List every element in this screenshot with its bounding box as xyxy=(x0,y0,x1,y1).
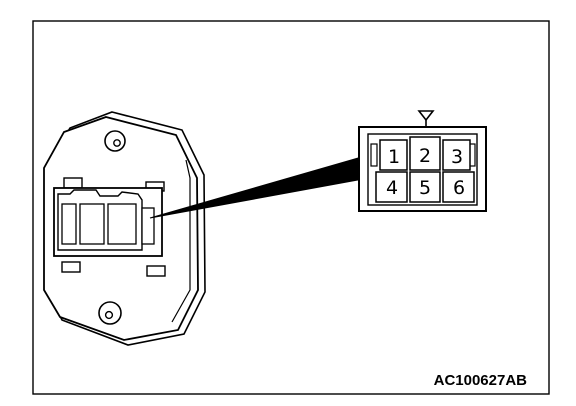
orientation-marker-icon xyxy=(417,110,435,122)
pin-label-1: 1 xyxy=(388,146,400,168)
pin-cavity-5 xyxy=(409,171,441,203)
connector-face-view: 1 2 3 4 5 6 xyxy=(358,110,487,212)
pin-cavity-4 xyxy=(375,171,408,203)
socket-cavity-left xyxy=(61,203,77,245)
pin-label-2: 2 xyxy=(419,145,431,167)
component-edge-line xyxy=(171,159,191,323)
socket-latch xyxy=(141,207,155,245)
pin-cavity-6 xyxy=(442,171,475,203)
pin-cavity-3 xyxy=(442,139,471,171)
slot-top-left xyxy=(63,177,83,189)
pin-cavity-2 xyxy=(409,136,441,171)
top-mounting-hole-screw xyxy=(113,139,121,147)
pin-label-5: 5 xyxy=(419,177,431,199)
resistor-component xyxy=(43,111,206,346)
pin-label-3: 3 xyxy=(451,146,463,168)
pin-label-6: 6 xyxy=(453,177,465,199)
slot-bottom-right xyxy=(146,265,166,277)
socket-cavity-middle xyxy=(79,203,105,245)
bottom-mounting-hole-screw xyxy=(104,310,114,320)
pin-label-4: 4 xyxy=(386,177,398,199)
socket-cavity-right xyxy=(107,203,137,245)
pin-cavity-1 xyxy=(379,139,408,171)
slot-bottom-left xyxy=(61,261,81,273)
figure-code: AC100627AB xyxy=(434,372,528,389)
connector-notch-left xyxy=(370,143,378,167)
